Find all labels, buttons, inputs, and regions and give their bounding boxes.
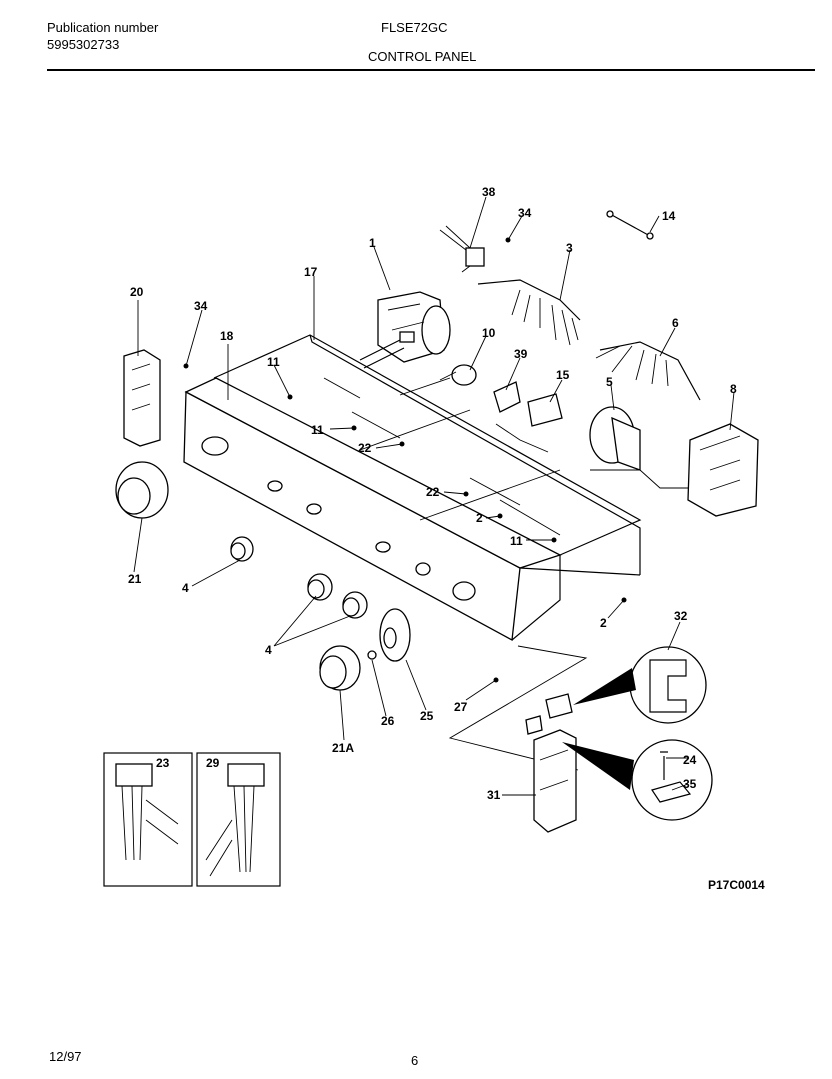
callout-22-lower: 22	[426, 485, 440, 499]
callout-20: 20	[130, 285, 144, 299]
bracket-20	[123, 349, 161, 447]
callout-2-lower: 2	[600, 616, 607, 630]
callout-21: 21	[128, 572, 142, 586]
knob-4-mid	[307, 573, 333, 601]
callout-2-mid: 2	[476, 511, 483, 525]
callout-31: 31	[487, 788, 501, 802]
leader-lines	[133, 196, 735, 796]
callout-11-lower: 11	[510, 534, 523, 548]
callout-18: 18	[220, 329, 234, 343]
diagram-code: P17C0014	[708, 878, 765, 892]
footer-page-number: 6	[411, 1053, 419, 1068]
callout-11-upper: 11	[267, 355, 280, 369]
pressure-switch-5	[589, 406, 700, 489]
footer-date: 12/97	[49, 1049, 82, 1064]
switch-10	[399, 364, 477, 396]
callout-39: 39	[514, 347, 528, 361]
callout-21a: 21A	[332, 741, 354, 755]
connector-38	[439, 225, 485, 273]
dial-25	[379, 608, 411, 662]
inset-harness-23	[103, 752, 193, 887]
callout-1: 1	[369, 236, 376, 250]
clip-part	[545, 693, 573, 719]
callout-25: 25	[420, 709, 434, 723]
callout-labels: 38 34 14 1 3 17 20 34 18 6 10 39 11 15 5…	[128, 185, 737, 802]
switch-15	[527, 393, 563, 427]
callout-24: 24	[683, 753, 697, 767]
knob-4-upper	[230, 536, 254, 562]
spring-26	[367, 650, 377, 660]
callout-14: 14	[662, 209, 676, 223]
callout-29: 29	[206, 756, 220, 770]
inset-harness-29	[196, 752, 281, 887]
header-rule	[47, 69, 815, 71]
callout-6: 6	[672, 316, 679, 330]
callout-4-lower: 4	[265, 643, 272, 657]
control-panel-console	[183, 334, 642, 642]
callout-38: 38	[482, 185, 496, 199]
wire-lead	[495, 423, 549, 453]
callout-15: 15	[556, 368, 570, 382]
callout-22-upper: 22	[358, 441, 372, 455]
detail-view-24-35	[562, 739, 713, 821]
callout-32: 32	[674, 609, 688, 623]
wire-end-right	[646, 232, 654, 240]
callout-5: 5	[606, 375, 613, 389]
publication-label: Publication number	[47, 20, 159, 35]
callout-17: 17	[304, 265, 318, 279]
callout-11-mid: 11	[311, 423, 324, 437]
callout-10: 10	[482, 326, 496, 340]
callout-8: 8	[730, 382, 737, 396]
callout-3: 3	[566, 241, 573, 255]
bracket-31	[533, 729, 577, 833]
timer-part	[359, 291, 451, 369]
screw-part	[525, 715, 543, 735]
mounting-plate-outline	[448, 645, 588, 771]
knob-4-low	[342, 591, 368, 619]
knob-21	[115, 461, 169, 519]
section-title: CONTROL PANEL	[368, 49, 477, 64]
callout-26: 26	[381, 714, 395, 728]
callout-34-top: 34	[518, 206, 532, 220]
detail-view-32	[573, 646, 707, 724]
model-number: FLSE72GC	[381, 20, 448, 35]
wire-end-left	[606, 210, 614, 218]
jumper-wire-14	[609, 213, 651, 237]
wiring-harness-6	[595, 341, 701, 401]
publication-number: 5995302733	[47, 37, 120, 52]
control-module-8	[687, 423, 759, 517]
callout-4-upper: 4	[182, 581, 189, 595]
callout-35: 35	[683, 777, 697, 791]
switch-39	[493, 381, 521, 413]
wiring-harness-3	[477, 279, 581, 346]
knob-21a	[319, 645, 361, 691]
callout-27: 27	[454, 700, 468, 714]
callout-23: 23	[156, 756, 170, 770]
callout-34-left: 34	[194, 299, 208, 313]
